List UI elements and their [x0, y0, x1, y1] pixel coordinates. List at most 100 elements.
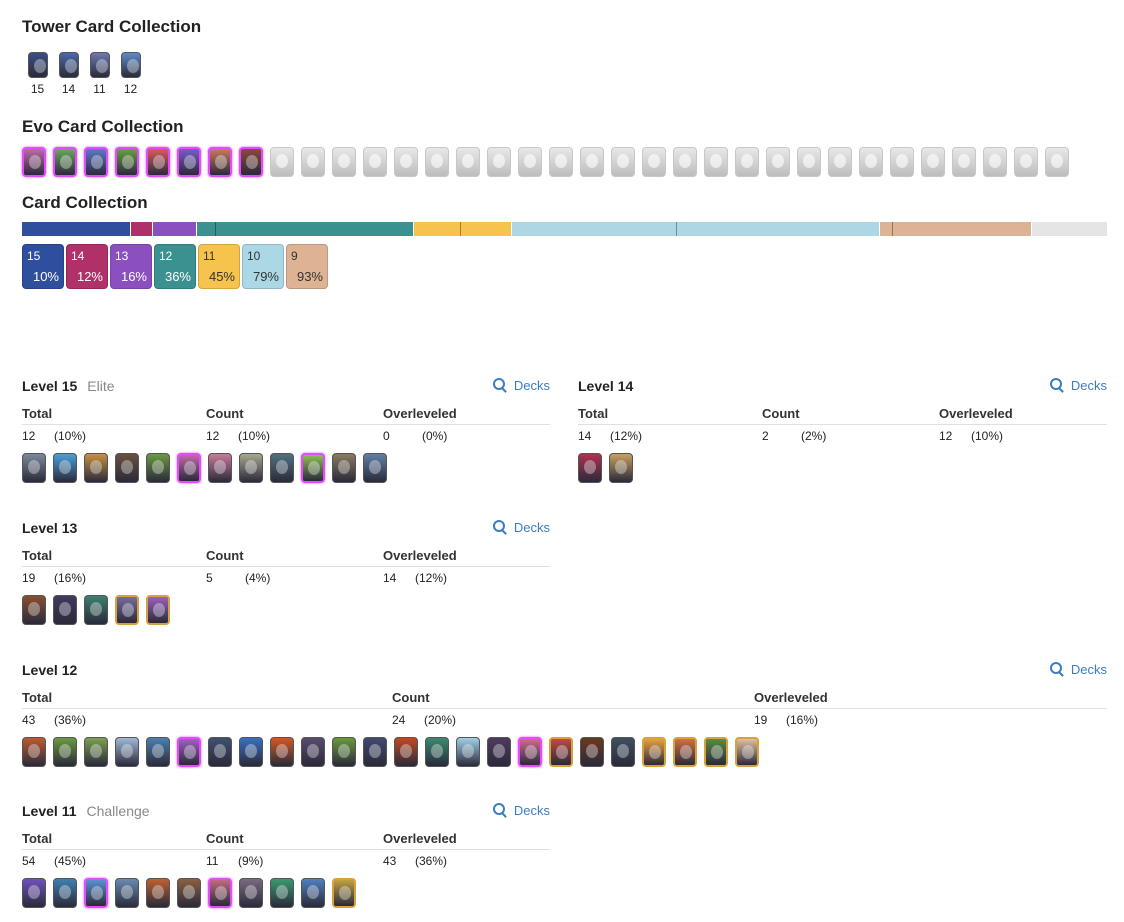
- card-icon[interactable]: [301, 737, 325, 767]
- card-icon[interactable]: [177, 737, 201, 767]
- card-icon[interactable]: [146, 878, 170, 908]
- card-icon[interactable]: [549, 737, 573, 767]
- card-icon[interactable]: [177, 878, 201, 908]
- tower-card[interactable]: 12: [115, 52, 146, 96]
- locked-evo-card-icon[interactable]: [363, 147, 387, 177]
- locked-evo-card-icon[interactable]: [580, 147, 604, 177]
- card-icon[interactable]: [239, 878, 263, 908]
- decks-link[interactable]: Decks: [492, 803, 550, 818]
- card-icon[interactable]: [301, 453, 325, 483]
- card-icon[interactable]: [84, 878, 108, 908]
- tower-card[interactable]: 14: [53, 52, 84, 96]
- card-icon[interactable]: [53, 737, 77, 767]
- card-icon[interactable]: [177, 147, 201, 177]
- card-icon[interactable]: [146, 737, 170, 767]
- card-icon[interactable]: [84, 453, 108, 483]
- card-icon[interactable]: [22, 737, 46, 767]
- locked-evo-card-icon[interactable]: [487, 147, 511, 177]
- locked-evo-card-icon[interactable]: [766, 147, 790, 177]
- card-icon[interactable]: [146, 453, 170, 483]
- card-icon[interactable]: [208, 878, 232, 908]
- card-icon[interactable]: [115, 453, 139, 483]
- card-icon[interactable]: [270, 878, 294, 908]
- card-icon[interactable]: [239, 453, 263, 483]
- locked-evo-card-icon[interactable]: [1045, 147, 1069, 177]
- decks-link[interactable]: Decks: [492, 520, 550, 535]
- locked-evo-card-icon[interactable]: [797, 147, 821, 177]
- card-icon[interactable]: [487, 737, 511, 767]
- card-icon[interactable]: [301, 878, 325, 908]
- locked-evo-card-icon[interactable]: [983, 147, 1007, 177]
- card-icon[interactable]: [22, 595, 46, 625]
- card-icon[interactable]: [53, 453, 77, 483]
- card-icon[interactable]: [735, 737, 759, 767]
- locked-evo-card-icon[interactable]: [952, 147, 976, 177]
- locked-evo-card-icon[interactable]: [549, 147, 573, 177]
- card-icon[interactable]: [84, 737, 108, 767]
- card-icon[interactable]: [332, 453, 356, 483]
- locked-evo-card-icon[interactable]: [394, 147, 418, 177]
- card-icon[interactable]: [53, 595, 77, 625]
- card-icon[interactable]: [425, 737, 449, 767]
- decks-link[interactable]: Decks: [1049, 662, 1107, 677]
- card-icon[interactable]: [208, 453, 232, 483]
- card-icon[interactable]: [84, 595, 108, 625]
- card-icon[interactable]: [456, 737, 480, 767]
- card-icon[interactable]: [363, 453, 387, 483]
- locked-evo-card-icon[interactable]: [890, 147, 914, 177]
- locked-evo-card-icon[interactable]: [735, 147, 759, 177]
- card-icon[interactable]: [115, 878, 139, 908]
- card-icon[interactable]: [270, 453, 294, 483]
- card-icon[interactable]: [22, 453, 46, 483]
- card-icon[interactable]: [609, 453, 633, 483]
- card-icon[interactable]: [580, 737, 604, 767]
- card-icon[interactable]: [146, 595, 170, 625]
- card-icon[interactable]: [146, 147, 170, 177]
- locked-evo-card-icon[interactable]: [332, 147, 356, 177]
- tower-card[interactable]: 15: [22, 52, 53, 96]
- card-icon[interactable]: [332, 737, 356, 767]
- locked-evo-card-icon[interactable]: [859, 147, 883, 177]
- locked-evo-card-icon[interactable]: [642, 147, 666, 177]
- decks-link[interactable]: Decks: [1049, 378, 1107, 393]
- card-icon[interactable]: [84, 147, 108, 177]
- locked-evo-card-icon[interactable]: [1014, 147, 1038, 177]
- locked-evo-card-icon[interactable]: [921, 147, 945, 177]
- card-icon[interactable]: [518, 737, 542, 767]
- decks-link[interactable]: Decks: [492, 378, 550, 393]
- tower-card[interactable]: 11: [84, 52, 115, 96]
- card-icon[interactable]: [53, 147, 77, 177]
- card-icon[interactable]: [239, 147, 263, 177]
- card-icon[interactable]: [394, 737, 418, 767]
- locked-evo-card-icon[interactable]: [673, 147, 697, 177]
- card-icon[interactable]: [642, 737, 666, 767]
- locked-evo-card-icon[interactable]: [425, 147, 449, 177]
- card-icon[interactable]: [115, 595, 139, 625]
- card-icon[interactable]: [332, 878, 356, 908]
- card-icon[interactable]: [22, 878, 46, 908]
- locked-evo-card-icon[interactable]: [611, 147, 635, 177]
- card-icon[interactable]: [115, 147, 139, 177]
- card-icon[interactable]: [611, 737, 635, 767]
- locked-evo-card-icon[interactable]: [456, 147, 480, 177]
- card-icon[interactable]: [208, 737, 232, 767]
- card-icon[interactable]: [673, 737, 697, 767]
- card-icon[interactable]: [208, 147, 232, 177]
- locked-evo-card-icon[interactable]: [270, 147, 294, 177]
- card-icon[interactable]: [578, 453, 602, 483]
- card-icon[interactable]: [115, 737, 139, 767]
- locked-evo-card-icon[interactable]: [518, 147, 542, 177]
- locked-evo-card-icon[interactable]: [828, 147, 852, 177]
- card-icon[interactable]: [53, 878, 77, 908]
- card-icon[interactable]: [177, 453, 201, 483]
- card-icon[interactable]: [239, 737, 263, 767]
- card-icon[interactable]: [270, 737, 294, 767]
- card-icon[interactable]: [363, 737, 387, 767]
